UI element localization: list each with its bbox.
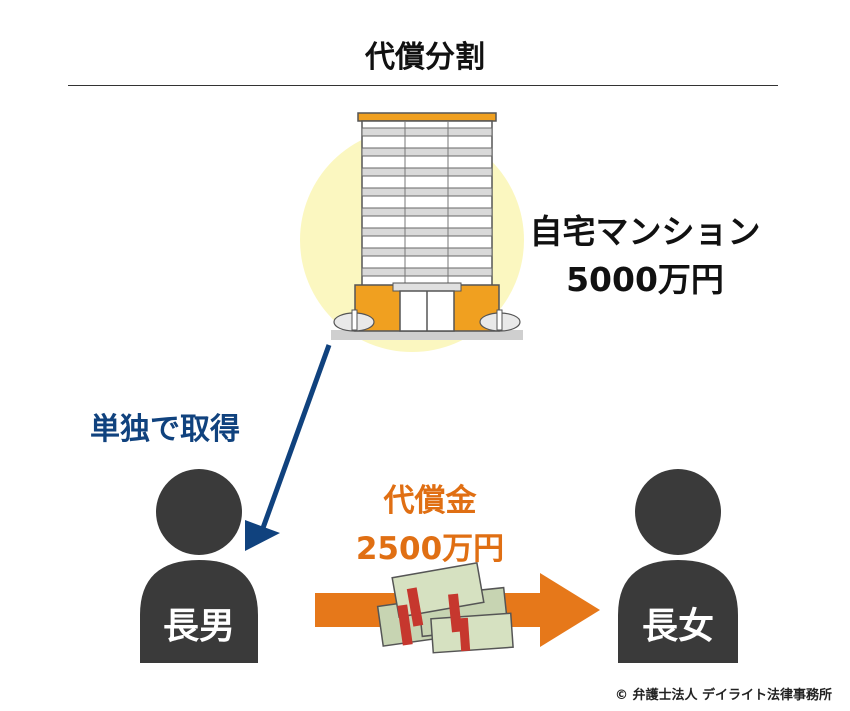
eldest-daughter-person-icon xyxy=(618,469,738,663)
property-name: 自宅マンション xyxy=(529,212,761,251)
compensation-amount: 2500万円 xyxy=(355,531,505,567)
eldest-son-person-icon xyxy=(140,469,258,663)
eldest-daughter-label: 長女 xyxy=(641,606,714,647)
compensation-name: 代償金 xyxy=(383,483,477,519)
page-title: 代償分割 xyxy=(365,40,485,75)
apartment-building-icon xyxy=(331,112,523,340)
copyright-notice: © 弁護士法人 デイライト法律事務所 xyxy=(614,688,832,703)
money-stack-icon xyxy=(376,561,514,654)
acquisition-label: 単独で取得 xyxy=(90,412,240,447)
property-label: 自宅マンション 5000万円 xyxy=(515,208,775,304)
property-value: 5000万円 xyxy=(566,260,724,299)
eldest-son-label: 長男 xyxy=(162,606,235,647)
acquisition-arrow xyxy=(245,344,332,551)
title-divider xyxy=(68,85,778,86)
compensation-label: 代償金 2500万円 xyxy=(330,477,530,573)
